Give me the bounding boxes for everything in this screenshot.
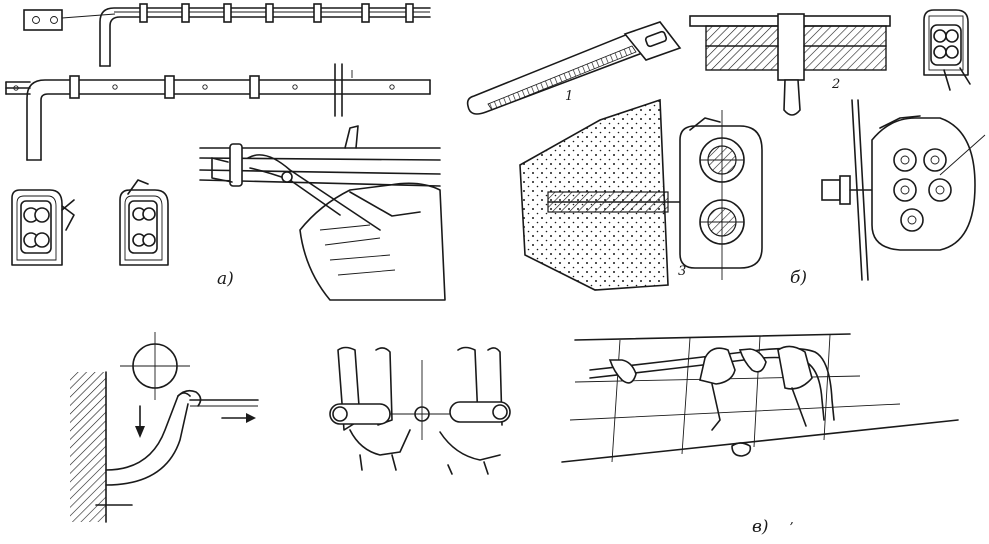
wall-bracket-upper <box>23 3 431 67</box>
panel-label-c: в) <box>752 517 769 537</box>
panel-label-b: б) <box>790 268 808 288</box>
bolted-bundle-section <box>821 99 986 281</box>
cable-section-left <box>11 189 75 266</box>
clip-row-upper <box>139 3 414 23</box>
part-number-2: 2 <box>832 77 841 92</box>
stray-tick-mark: ʼ <box>789 521 794 536</box>
pliers-hand-illustration <box>199 125 446 301</box>
hands-clip-illustration <box>329 346 511 475</box>
cable-section-right <box>119 179 169 266</box>
concrete-dowel-section <box>519 98 763 291</box>
panel-b <box>466 9 986 291</box>
cable-tie-strap <box>466 21 682 115</box>
perforated-strip-bracket <box>5 63 431 161</box>
part-number-1: 1 <box>565 89 574 104</box>
panel-label-a: а) <box>217 269 234 289</box>
wall-hook-pipe <box>70 332 259 523</box>
part-number-3: 3 <box>678 264 687 279</box>
panel-a <box>5 3 446 301</box>
tiled-wall-cable-routing <box>561 333 959 463</box>
four-core-section <box>923 9 971 91</box>
rail-clamp-assembly <box>689 13 891 116</box>
panel-c <box>70 332 959 523</box>
